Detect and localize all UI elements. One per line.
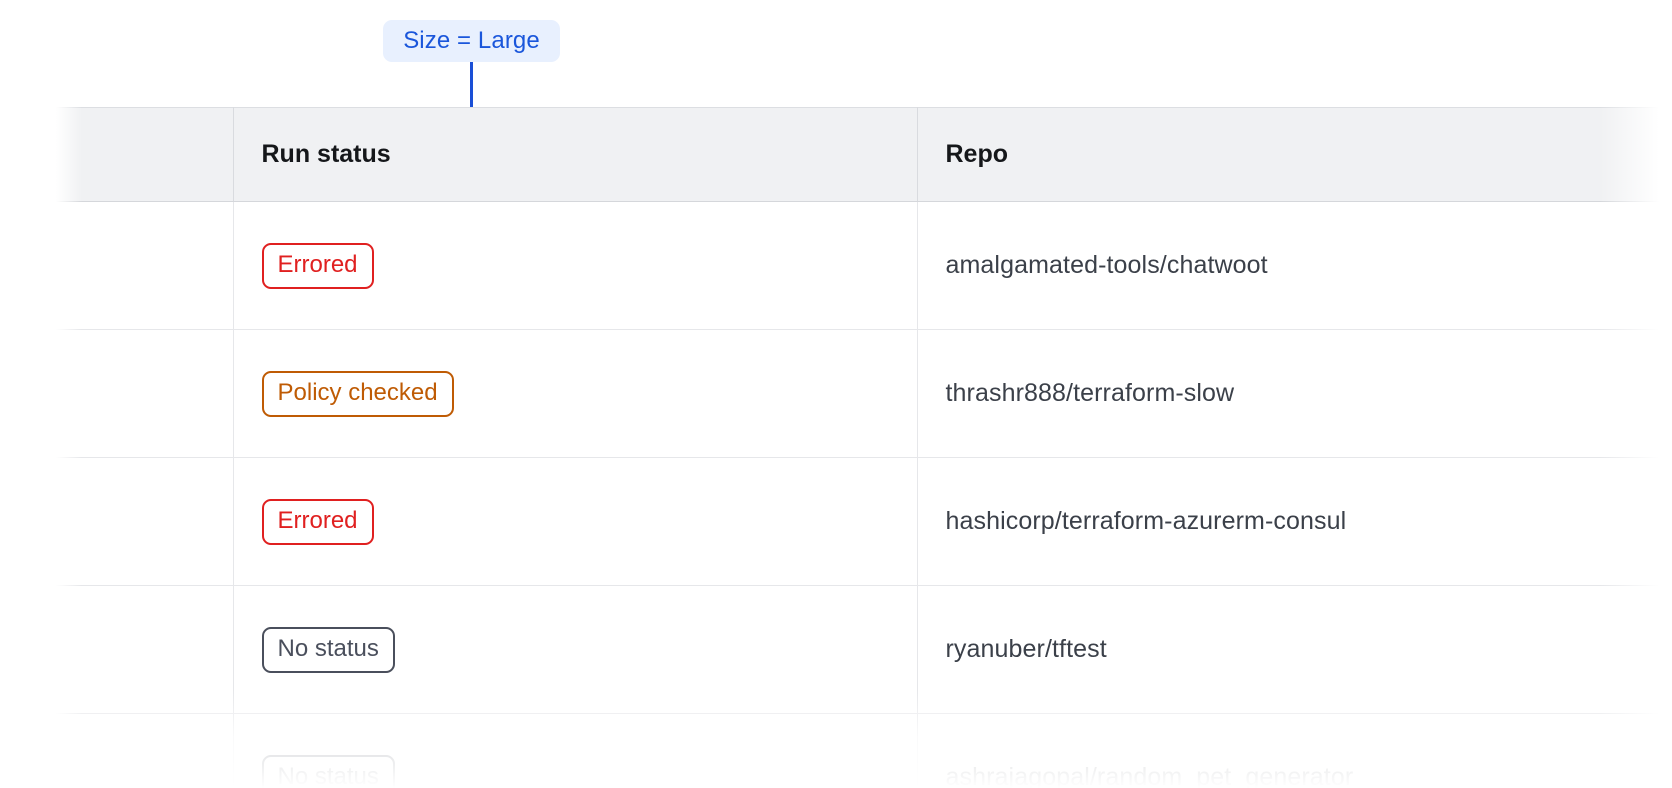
size-annotation-label: Size = Large xyxy=(403,27,540,54)
row-tail-cell xyxy=(1661,201,1672,330)
column-header-tail xyxy=(1661,107,1672,202)
repo-name[interactable]: ashrajagopal/random_pet_generator xyxy=(945,763,1354,788)
repo-name[interactable]: thrashr888/terraform-slow xyxy=(945,379,1235,407)
runs-table-container: Run status Repo Errored amalgamated-tool… xyxy=(0,107,1672,788)
repo-cell: ashrajagopal/random_pet_generator xyxy=(917,713,1662,788)
column-header-spacer xyxy=(56,107,234,202)
table-header-row: Run status Repo xyxy=(56,107,1672,202)
column-header-repo[interactable]: Repo xyxy=(917,107,1662,202)
status-badge[interactable]: No status xyxy=(261,626,395,673)
repo-cell: hashicorp/terraform-azurerm-consul xyxy=(917,457,1662,586)
run-status-cell: Policy checked xyxy=(233,329,918,458)
repo-cell: thrashr888/terraform-slow xyxy=(917,329,1662,458)
row-spacer-cell xyxy=(56,585,234,714)
row-spacer-cell xyxy=(56,713,234,788)
repo-name[interactable]: amalgamated-tools/chatwoot xyxy=(945,251,1268,279)
run-status-cell: No status xyxy=(233,585,918,714)
table-row[interactable]: No status ryanuber/tftest xyxy=(56,585,1672,714)
status-badge[interactable]: Errored xyxy=(261,498,374,545)
status-badge[interactable]: Policy checked xyxy=(261,370,454,417)
repo-name[interactable]: hashicorp/terraform-azurerm-consul xyxy=(945,507,1347,535)
row-tail-cell xyxy=(1661,713,1672,788)
repo-cell: amalgamated-tools/chatwoot xyxy=(917,201,1662,330)
table-row[interactable]: No status ashrajagopal/random_pet_genera… xyxy=(56,713,1672,788)
size-annotation-badge: Size = Large xyxy=(383,20,560,62)
row-tail-cell xyxy=(1661,457,1672,586)
table-row[interactable]: Policy checked thrashr888/terraform-slow xyxy=(56,329,1672,458)
status-badge[interactable]: Errored xyxy=(261,242,374,289)
run-status-cell: Errored xyxy=(233,457,918,586)
run-status-cell: Errored xyxy=(233,201,918,330)
column-header-run-status[interactable]: Run status xyxy=(233,107,918,202)
table-row[interactable]: Errored hashicorp/terraform-azurerm-cons… xyxy=(56,457,1672,586)
table-body: Errored amalgamated-tools/chatwoot Polic… xyxy=(56,201,1672,788)
run-status-cell: No status xyxy=(233,713,918,788)
row-spacer-cell xyxy=(56,457,234,586)
row-tail-cell xyxy=(1661,329,1672,458)
runs-table: Run status Repo Errored amalgamated-tool… xyxy=(56,107,1672,788)
repo-cell: ryanuber/tftest xyxy=(917,585,1662,714)
row-spacer-cell xyxy=(56,201,234,330)
row-spacer-cell xyxy=(56,329,234,458)
status-badge[interactable]: No status xyxy=(261,754,395,788)
row-tail-cell xyxy=(1661,585,1672,714)
repo-name[interactable]: ryanuber/tftest xyxy=(945,635,1107,663)
table-row[interactable]: Errored amalgamated-tools/chatwoot xyxy=(56,201,1672,330)
table-header: Run status Repo xyxy=(56,107,1672,202)
